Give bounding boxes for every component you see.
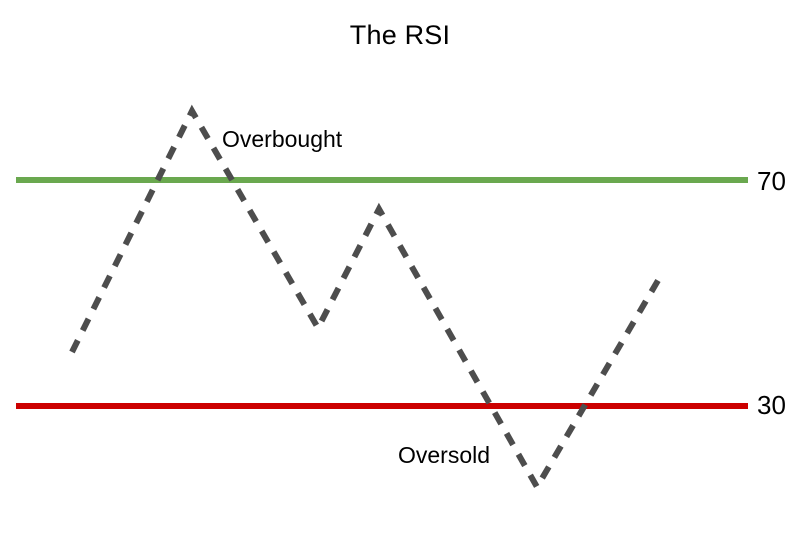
oversold-axis-value: 30 bbox=[757, 390, 786, 420]
overbought-annotation-label: Overbought bbox=[222, 126, 343, 152]
chart-title: The RSI bbox=[349, 20, 451, 50]
rsi-dashed-series bbox=[69, 104, 663, 494]
overbought-axis-value: 70 bbox=[757, 166, 786, 196]
oversold-annotation-label: Oversold bbox=[398, 442, 491, 468]
